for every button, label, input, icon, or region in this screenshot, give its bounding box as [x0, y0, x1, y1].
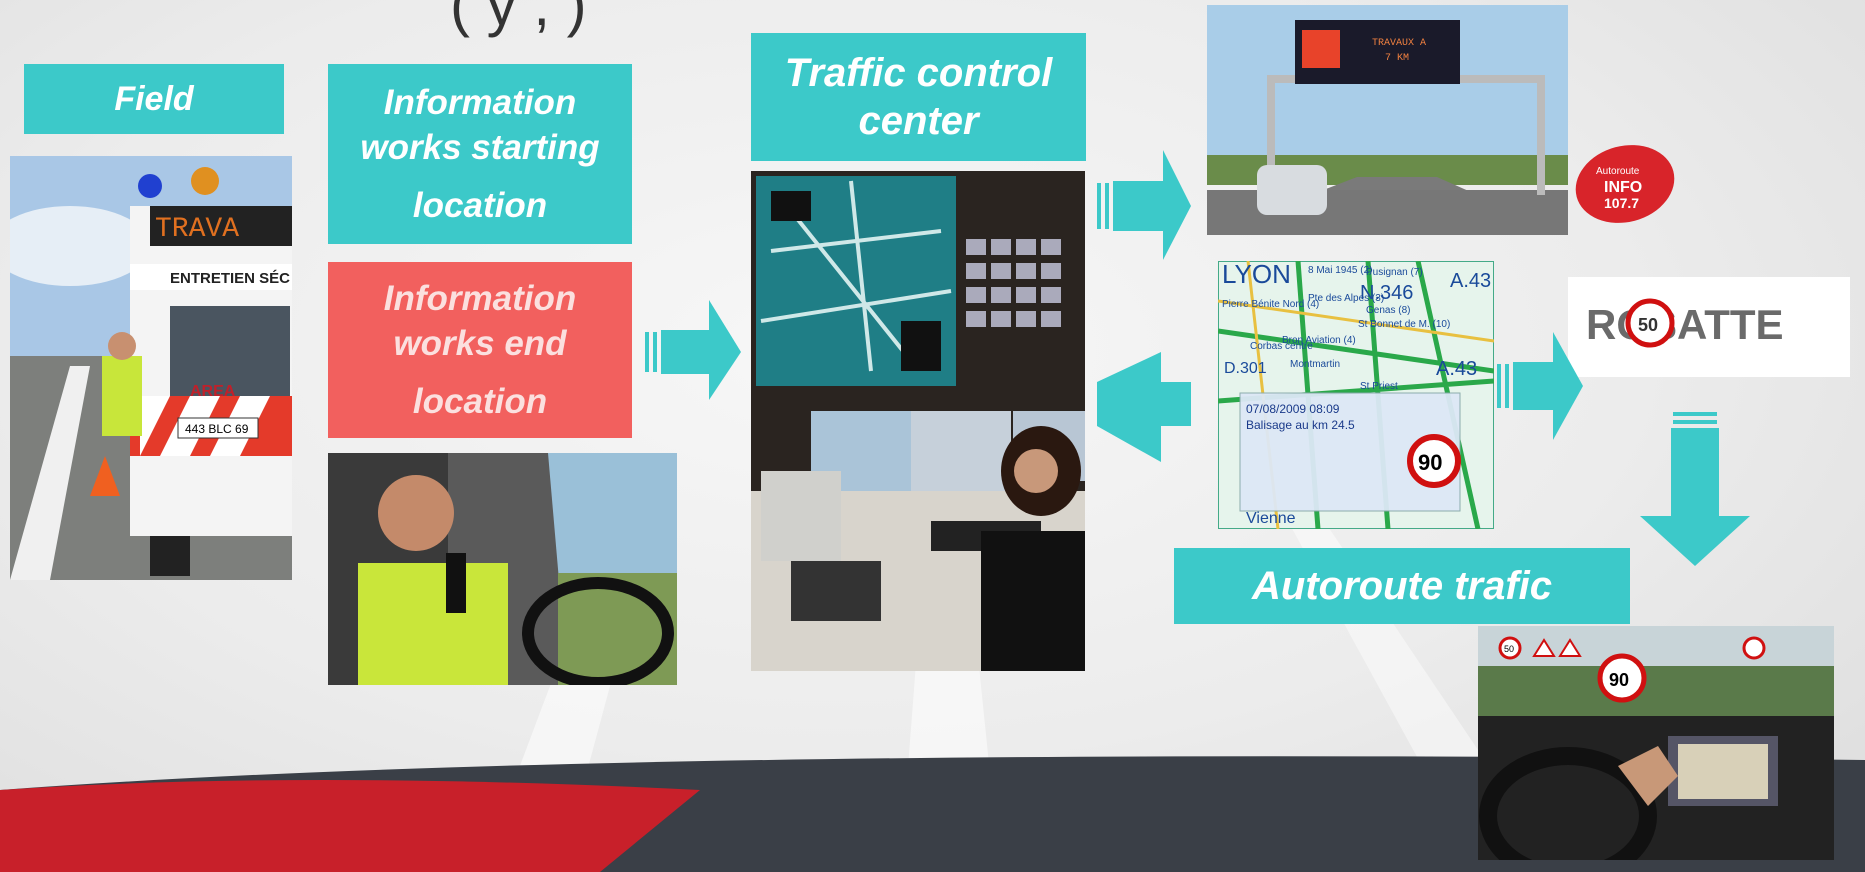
autoroute-trafic-text: Autoroute trafic — [1252, 563, 1552, 608]
tcc-line2: center — [858, 99, 979, 143]
svg-text:50: 50 — [1638, 315, 1658, 335]
arrow-to-map — [1097, 352, 1191, 462]
svg-text:50: 50 — [1504, 644, 1514, 654]
svg-text:90: 90 — [1609, 670, 1629, 690]
svg-text:Autoroute: Autoroute — [1596, 166, 1640, 177]
svg-text:St Priest: St Priest — [1360, 381, 1398, 392]
tcc-label: Traffic control center — [751, 33, 1086, 161]
svg-text:Pte des Alpes (3): Pte des Alpes (3) — [1308, 293, 1384, 304]
autoroute-trafic-label: Autoroute trafic — [1174, 548, 1630, 624]
svg-text:Pusignan (7): Pusignan (7) — [1366, 267, 1423, 278]
in-car-dashboard-photo: 50 90 — [1478, 626, 1834, 860]
info-end-line1: Information — [383, 278, 577, 318]
svg-text:107.7: 107.7 — [1604, 195, 1639, 211]
arrow-to-rosatte — [1497, 332, 1583, 440]
svg-text:INFO: INFO — [1604, 179, 1642, 196]
rosatte-logo: ROSATTE 50 — [1568, 277, 1850, 377]
slide-title-fragment: ( y , ) — [450, 0, 587, 38]
svg-text:TRAVAUX A: TRAVAUX A — [1372, 38, 1426, 49]
svg-text:ENTRETIEN SÉC: ENTRETIEN SÉC — [170, 270, 290, 287]
info-works-start-box: Information works starting location — [328, 64, 632, 244]
svg-text:LYON: LYON — [1222, 261, 1291, 289]
arrow-to-tcc — [645, 300, 741, 400]
autoroute-info-logo: Autoroute INFO 107.7 — [1574, 144, 1676, 224]
field-label-text: Field — [114, 79, 194, 118]
info-end-line2: works end — [393, 324, 567, 364]
vms-highway-photo: TRAVAUX A 7 KM — [1207, 5, 1568, 235]
svg-text:N.346: N.346 — [1360, 282, 1413, 304]
driver-radio-photo — [328, 453, 677, 685]
svg-text:8 Mai 1945 (2): 8 Mai 1945 (2) — [1308, 265, 1372, 276]
tcc-line1: Traffic control — [784, 51, 1053, 95]
svg-text:Corbas centre: Corbas centre — [1250, 341, 1313, 352]
info-start-line3: location — [412, 185, 548, 225]
svg-text:A.43: A.43 — [1450, 270, 1491, 292]
info-works-end-box: Information works end location — [328, 262, 632, 438]
info-start-line1: Information — [383, 82, 577, 122]
tcc-photo — [751, 171, 1085, 671]
svg-text:Pierre Bénite Nord (4): Pierre Bénite Nord (4) — [1222, 299, 1319, 310]
svg-text:7 KM: 7 KM — [1385, 53, 1409, 64]
traffic-map-screenshot: LYON N.346 A.43 A.43 D.301 Pierre Bénite… — [1218, 261, 1494, 529]
svg-text:443 BLC 69: 443 BLC 69 — [185, 422, 249, 436]
field-truck-photo: TRAVA ENTRETIEN SÉC AREA 443 BLC 69 — [10, 156, 292, 580]
info-start-line2: works starting — [360, 128, 600, 168]
svg-text:A.43: A.43 — [1436, 358, 1477, 380]
svg-text:AREA: AREA — [190, 383, 236, 400]
arrow-to-vms — [1097, 150, 1191, 260]
info-end-line3: location — [412, 381, 548, 421]
arrow-down-to-cockpit — [1640, 412, 1750, 566]
svg-text:07/08/2009 08:09: 07/08/2009 08:09 — [1246, 402, 1340, 416]
truck-display-text: TRAVA — [155, 214, 239, 245]
svg-text:D.301: D.301 — [1224, 360, 1267, 377]
svg-text:St Bonnet de M. (10): St Bonnet de M. (10) — [1358, 319, 1450, 330]
svg-text:90: 90 — [1418, 450, 1442, 475]
svg-text:Vienne: Vienne — [1246, 510, 1296, 527]
field-label: Field — [24, 64, 284, 134]
svg-text:Bron Aviation (4): Bron Aviation (4) — [1282, 335, 1356, 346]
svg-text:Montmartin: Montmartin — [1290, 359, 1340, 370]
svg-text:Genas (8): Genas (8) — [1366, 305, 1410, 316]
svg-text:Balisage au km 24.5: Balisage au km 24.5 — [1246, 418, 1355, 432]
svg-text:ROSATTE: ROSATTE — [1586, 301, 1784, 348]
